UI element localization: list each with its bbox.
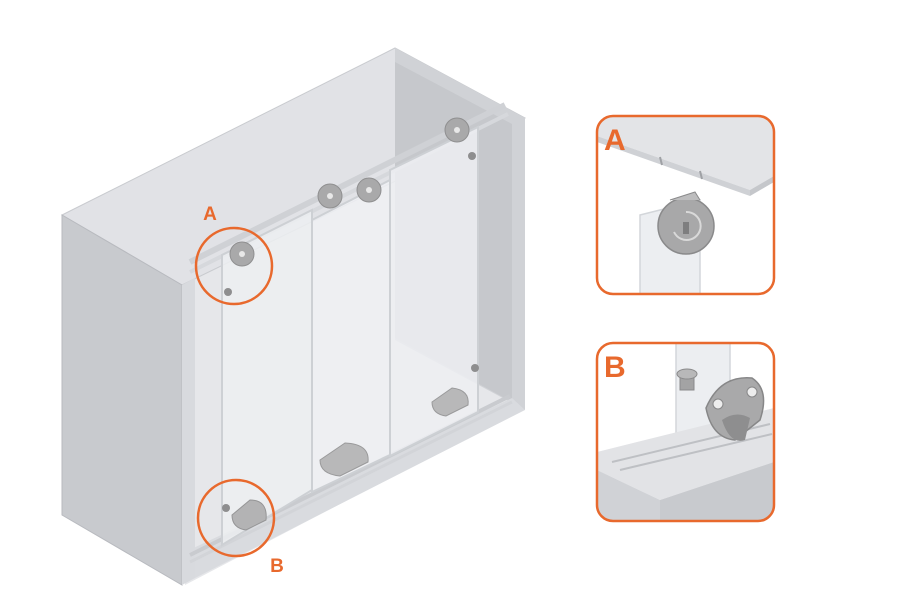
detail-a-label: A — [604, 124, 626, 157]
roller-wheel-icon — [229, 241, 255, 267]
door-stopper-icon — [676, 368, 698, 391]
door-stopper-icon — [468, 152, 476, 160]
floor-guide-icon — [319, 442, 369, 477]
roller-wheel-icon — [444, 117, 470, 143]
callout-a-label: A — [203, 204, 217, 225]
cabinet — [60, 47, 527, 586]
cabinet-left-edge — [182, 278, 195, 585]
floor-guide-icon — [705, 377, 765, 441]
callout-a: A — [194, 204, 274, 306]
roller-wheel-icon — [657, 191, 715, 255]
bottom-track-rail-2 — [189, 400, 513, 564]
callout-b-label: B — [270, 556, 284, 577]
detail-a-panel: A — [595, 114, 776, 296]
detail-b-panel: B — [595, 341, 776, 523]
floor-guide-icon — [431, 387, 469, 417]
detail-b-label: B — [604, 351, 626, 384]
glass-door-right — [389, 125, 479, 458]
floor-guide-icon — [231, 499, 267, 531]
roller-wheel-icon — [317, 183, 343, 209]
callout-b: B — [196, 478, 284, 577]
roller-wheel-icon — [356, 177, 382, 203]
door-stopper-icon — [222, 504, 230, 512]
door-stopper-icon — [471, 364, 479, 372]
door-stopper-icon — [224, 288, 232, 296]
